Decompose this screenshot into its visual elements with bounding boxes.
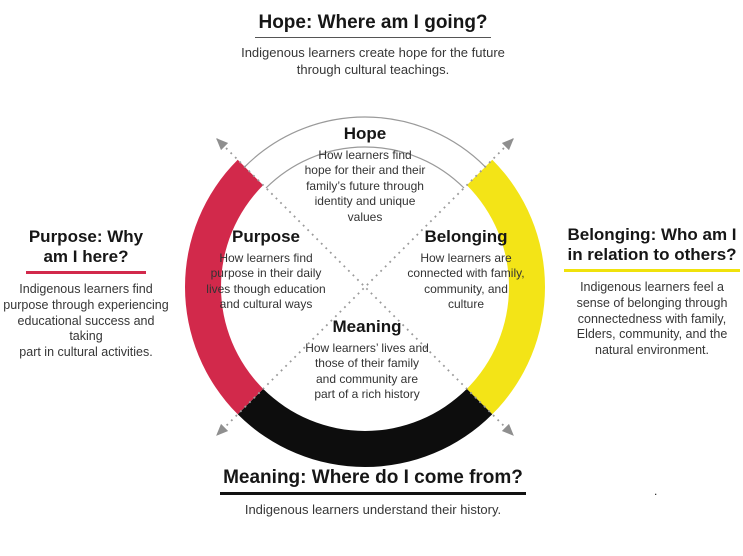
meaning-quadrant-body: How learners’ lives and those of their f…	[305, 340, 429, 402]
purpose-quadrant-label: Purpose How learners find purpose in the…	[185, 227, 347, 313]
stray-period: .	[654, 484, 658, 498]
meaning-annotation-body: Indigenous learners understand their his…	[244, 502, 502, 518]
hope-quadrant-body: How learners find hope for their and the…	[304, 147, 426, 224]
purpose-annotation-title: Purpose: Why am I here?	[25, 227, 147, 275]
belonging-quadrant-label: Belonging How learners are connected wit…	[385, 227, 547, 313]
belonging-quadrant-title: Belonging	[424, 227, 508, 246]
meaning-segment	[237, 388, 493, 468]
purpose-quadrant-title: Purpose	[231, 227, 301, 246]
belonging-annotation-body: Indigenous learners feel a sense of belo…	[576, 280, 728, 358]
purpose-quadrant-body: How learners find purpose in their daily…	[206, 250, 326, 312]
hope-annotation-body: Indigenous learners create hope for the …	[241, 45, 505, 78]
meaning-quadrant-label: Meaning How learners’ lives and those of…	[277, 317, 457, 403]
belonging-annotation-title: Belonging: Who am I in relation to other…	[564, 225, 740, 273]
hope-quadrant-label: Hope How learners find hope for their an…	[280, 124, 450, 226]
purpose-annotation-body: Indigenous learners find purpose through…	[3, 282, 169, 360]
meaning-quadrant-title: Meaning	[332, 317, 402, 336]
wheel-svg	[184, 116, 546, 468]
meaning-annotation: Meaning: Where do I come from? Indigenou…	[190, 467, 556, 519]
hope-annotation: Hope: Where am I going? Indigenous learn…	[180, 12, 566, 79]
hope-segment	[244, 116, 486, 189]
belonging-segment	[466, 159, 546, 415]
purpose-segment	[184, 159, 264, 415]
hope-quadrant-title: Hope	[339, 124, 391, 143]
meaning-annotation-title: Meaning: Where do I come from?	[220, 467, 526, 496]
hope-annotation-title: Hope: Where am I going?	[255, 12, 491, 39]
belonging-quadrant-body: How learners are connected with family, …	[407, 250, 525, 312]
purpose-annotation: Purpose: Why am I here? Indigenous learn…	[2, 227, 170, 361]
belonging-annotation: Belonging: Who am I in relation to other…	[561, 225, 743, 359]
